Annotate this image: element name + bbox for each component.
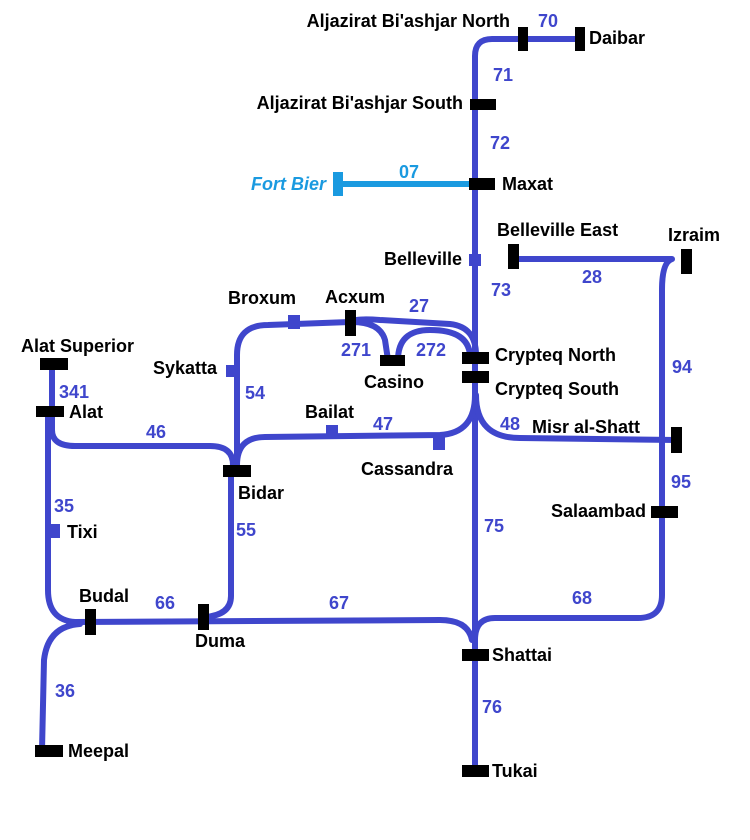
station-maxat-label: Maxat	[502, 174, 553, 194]
station-fort-bier-label: Fort Bier	[251, 174, 327, 194]
station-broxum-marker[interactable]	[288, 315, 300, 329]
segment-label-70: 70	[538, 11, 558, 31]
station-daibar-label: Daibar	[589, 28, 645, 48]
station-duma-label: Duma	[195, 631, 246, 651]
station-alat-superior-label: Alat Superior	[21, 336, 134, 356]
segment-numbers: 70 71 72 07 73 28 27 271 272 341 94 54 4…	[54, 11, 692, 717]
station-daibar-marker[interactable]	[575, 27, 585, 51]
station-shattai-marker[interactable]	[462, 649, 489, 661]
station-cassandra-marker[interactable]	[433, 436, 445, 450]
route-lines	[39, 36, 679, 773]
station-markers	[35, 27, 692, 777]
station-bidar-marker[interactable]	[223, 465, 251, 477]
segment-label-55: 55	[236, 520, 256, 540]
station-shattai-label: Shattai	[492, 645, 552, 665]
station-belleville-label: Belleville	[384, 249, 462, 269]
segment-label-272: 272	[416, 340, 446, 360]
segment-label-75: 75	[484, 516, 504, 536]
station-belleville-marker[interactable]	[469, 254, 481, 266]
station-labels: Aljazirat Bi'ashjar North Daibar Aljazir…	[21, 11, 720, 781]
station-cassandra-label: Cassandra	[361, 459, 454, 479]
station-crypteq-north-marker[interactable]	[462, 352, 489, 364]
station-fort-bier-marker[interactable]	[333, 172, 343, 196]
station-tixi-marker[interactable]	[48, 524, 60, 538]
segment-label-46: 46	[146, 422, 166, 442]
station-maxat-marker[interactable]	[469, 178, 495, 190]
segment-label-67: 67	[329, 593, 349, 613]
station-belleville-east-marker[interactable]	[508, 244, 519, 269]
segment-label-68: 68	[572, 588, 592, 608]
station-salaambad-marker[interactable]	[651, 506, 678, 518]
station-meepal-label: Meepal	[68, 741, 129, 761]
station-salaambad-label: Salaambad	[551, 501, 646, 521]
route-budal-meepal	[39, 621, 83, 753]
station-izraim-marker[interactable]	[681, 249, 692, 274]
segment-label-71: 71	[493, 65, 513, 85]
segment-label-54: 54	[245, 383, 265, 403]
route-alat-bidar	[49, 361, 236, 468]
station-tixi-label: Tixi	[67, 522, 98, 542]
route-daibar-to-crypteq	[472, 36, 583, 373]
route-bidar-acxum	[234, 319, 353, 474]
station-casino-marker[interactable]	[380, 355, 405, 366]
segment-label-271: 271	[341, 340, 371, 360]
station-izraim-label: Izraim	[668, 225, 720, 245]
segment-label-95: 95	[671, 472, 691, 492]
segment-label-48: 48	[500, 414, 520, 434]
station-tukai-marker[interactable]	[462, 765, 489, 777]
route-belleville-east-izraim	[472, 256, 675, 643]
station-budal-label: Budal	[79, 586, 129, 606]
segment-label-76: 76	[482, 697, 502, 717]
station-crypteq-south-label: Crypteq South	[495, 379, 619, 399]
route-acxum-casino	[349, 319, 391, 363]
station-bidar-label: Bidar	[238, 483, 284, 503]
route-crypteq-bidar	[234, 392, 478, 468]
station-sykatta-label: Sykatta	[153, 358, 218, 378]
station-misr-label: Misr al-Shatt	[532, 417, 640, 437]
route-bidar-duma	[202, 468, 234, 620]
segment-label-28: 28	[582, 267, 602, 287]
segment-label-72: 72	[490, 133, 510, 153]
segment-label-73: 73	[491, 280, 511, 300]
station-misr-marker[interactable]	[671, 427, 682, 453]
segment-label-66: 66	[155, 593, 175, 613]
station-belleville-east-label: Belleville East	[497, 220, 618, 240]
station-aljazirat-south-label: Aljazirat Bi'ashjar South	[257, 93, 463, 113]
station-acxum-marker[interactable]	[345, 310, 356, 336]
station-bailat-label: Bailat	[305, 402, 354, 422]
station-aljazirat-north-label: Aljazirat Bi'ashjar North	[307, 11, 510, 31]
station-broxum-label: Broxum	[228, 288, 296, 308]
segment-label-36: 36	[55, 681, 75, 701]
segment-label-341: 341	[59, 382, 89, 402]
station-alat-label: Alat	[69, 402, 103, 422]
segment-label-27: 27	[409, 296, 429, 316]
station-bailat-marker[interactable]	[326, 425, 338, 438]
station-casino-label: Casino	[364, 372, 424, 392]
station-acxum-label: Acxum	[325, 287, 385, 307]
segment-label-35: 35	[54, 496, 74, 516]
station-tukai-label: Tukai	[492, 761, 538, 781]
route-budal-shattai	[72, 617, 475, 643]
station-duma-marker[interactable]	[198, 604, 209, 630]
station-alat-marker[interactable]	[36, 406, 64, 417]
station-sykatta-marker[interactable]	[226, 365, 238, 377]
route-casino-crypteq	[395, 327, 473, 363]
segment-label-94: 94	[672, 357, 692, 377]
station-crypteq-south-marker[interactable]	[462, 371, 489, 383]
station-budal-marker[interactable]	[85, 609, 96, 635]
station-crypteq-north-label: Crypteq North	[495, 345, 616, 365]
segment-label-47: 47	[373, 414, 393, 434]
station-meepal-marker[interactable]	[35, 745, 63, 757]
segment-label-07: 07	[399, 162, 419, 182]
station-aljazirat-north-marker[interactable]	[518, 27, 528, 51]
route-alat-budal	[45, 409, 78, 625]
station-alat-superior-marker[interactable]	[40, 358, 68, 370]
station-aljazirat-south-marker[interactable]	[470, 99, 496, 110]
